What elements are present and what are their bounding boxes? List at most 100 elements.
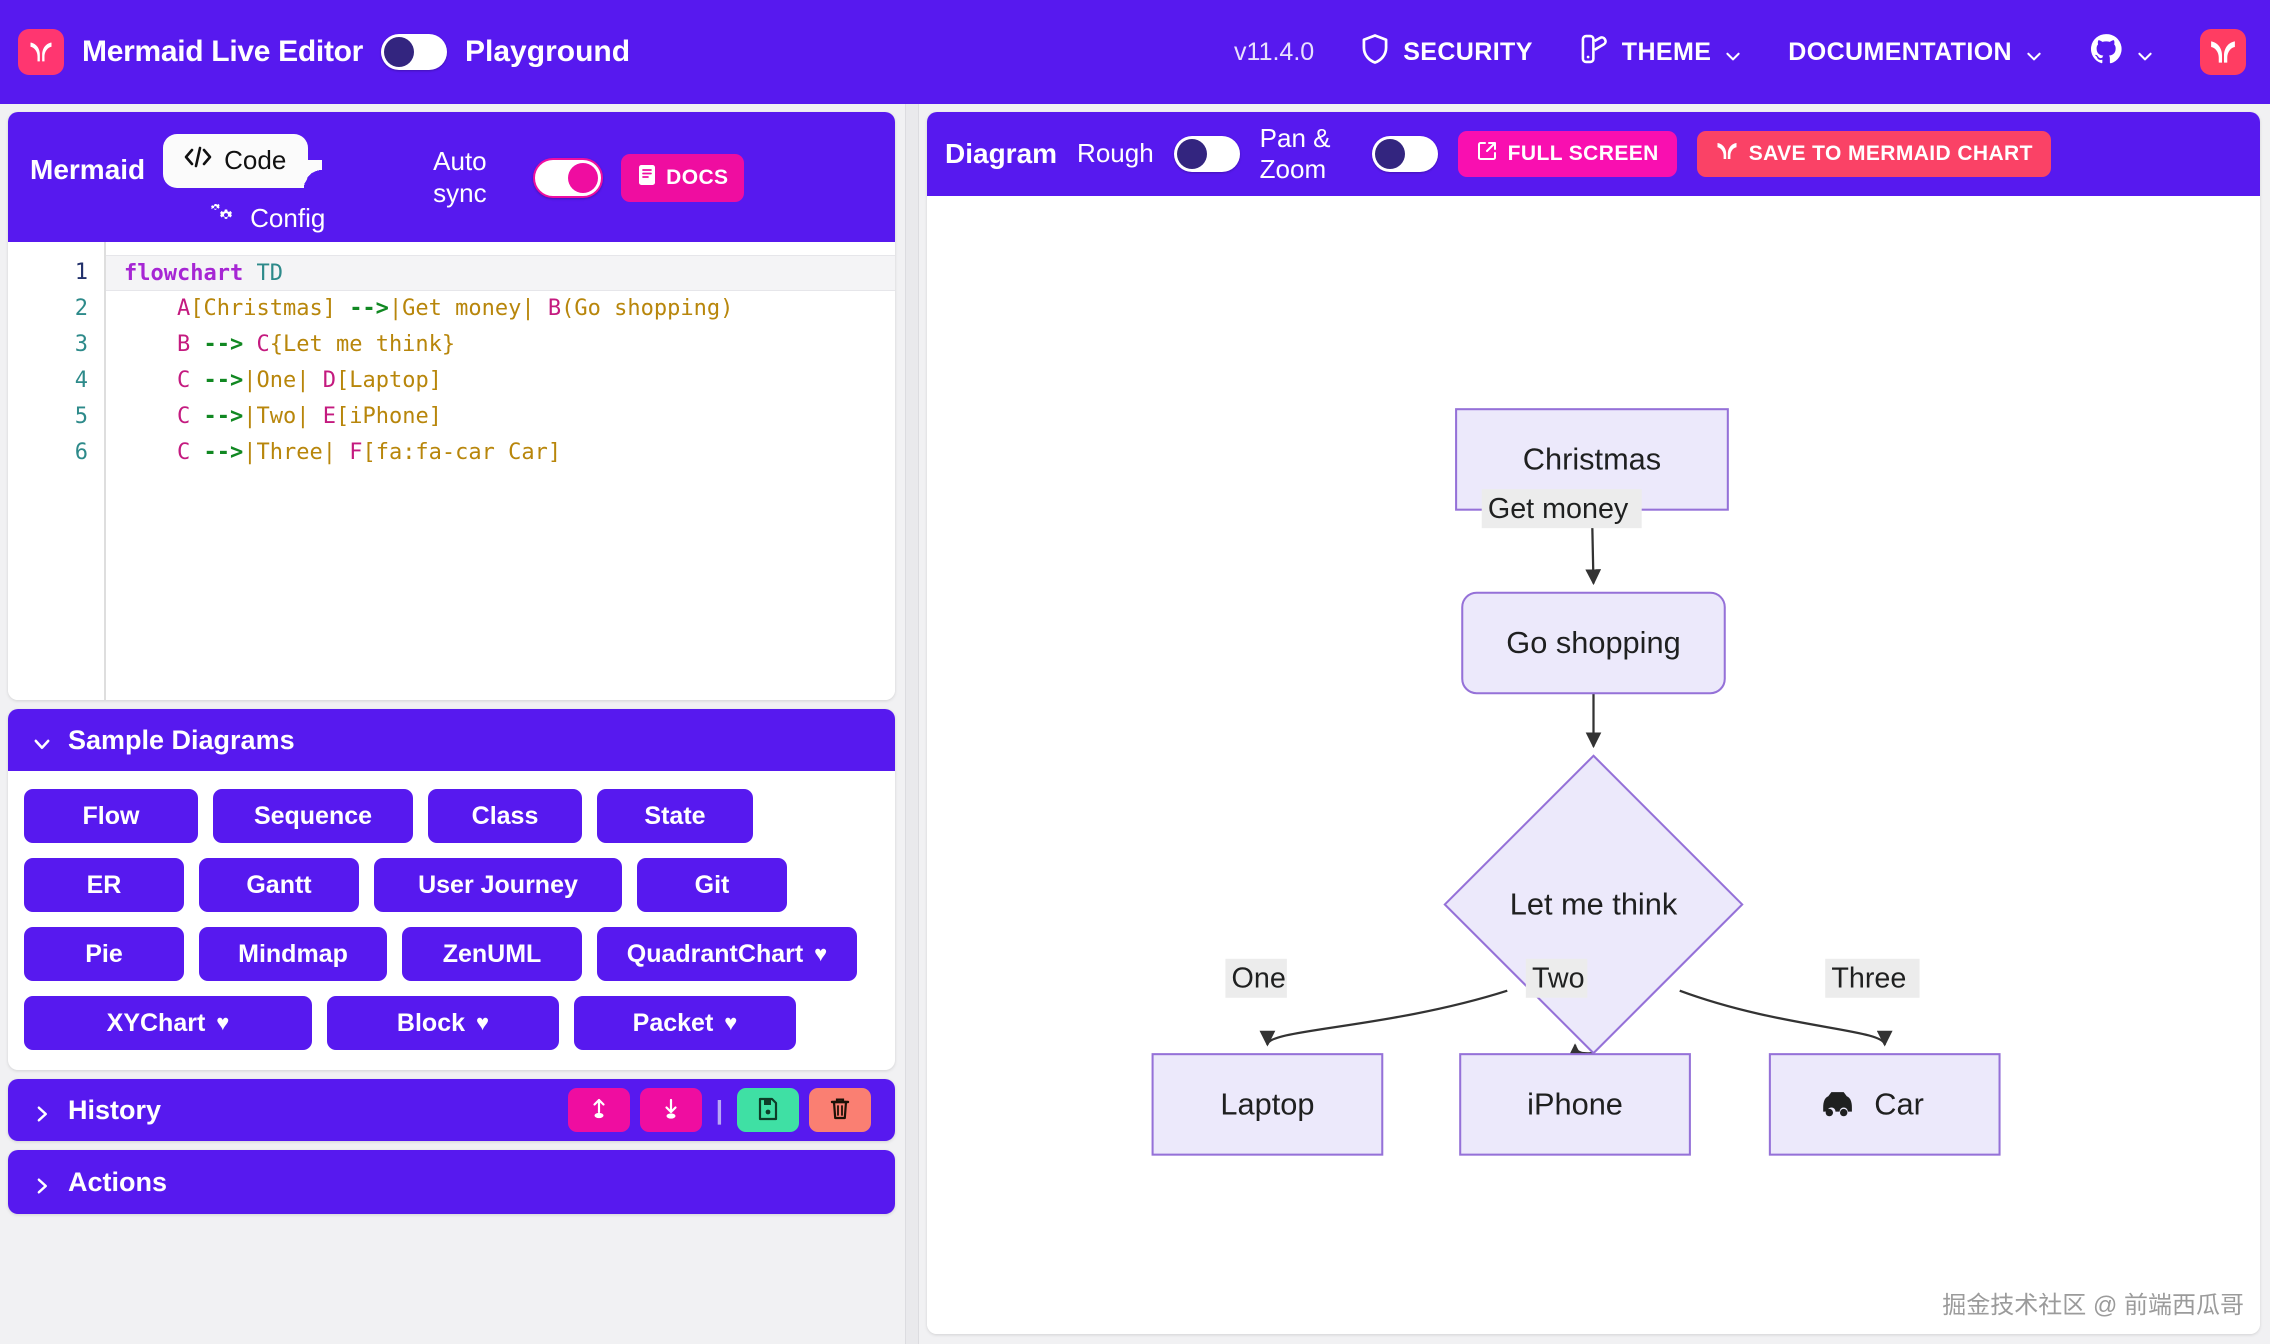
tab-code[interactable]: Code [163,134,323,188]
sample-button-flow[interactable]: Flow [24,789,198,843]
edge-label: Get money [1488,493,1629,525]
code-token: E [322,404,336,429]
toggle-knob [568,162,599,193]
tab-code-label: Code [224,145,287,175]
nav-security[interactable]: SECURITY [1360,33,1533,72]
sample-diagrams-header[interactable]: Sample Diagrams [8,709,895,771]
code-token: |One| [243,368,323,393]
code-token [124,440,177,465]
version-label: v11.4.0 [1234,37,1315,66]
code-token: --> [203,404,244,429]
sample-button-pie[interactable]: Pie [24,927,184,981]
chevron-right-icon [32,1172,52,1194]
rough-toggle[interactable] [1173,136,1240,172]
code-token: F [349,440,363,465]
sample-button-label: ER [86,870,122,899]
sample-button-label: State [644,801,706,830]
sample-diagrams-title: Sample Diagrams [68,724,295,755]
chevron-down-icon [2025,43,2043,61]
sample-button-class[interactable]: Class [428,789,582,843]
sample-button-gantt[interactable]: Gantt [199,858,359,912]
sample-button-label: Class [471,801,539,830]
diagram-node-B[interactable] [1461,591,1726,695]
nav-github[interactable] [2089,32,2154,73]
edge-label: One [1232,963,1286,995]
chevron-down-icon [2136,43,2154,61]
auto-sync-toggle[interactable] [533,157,604,198]
sample-button-packet[interactable]: Packet ♥ [574,996,796,1050]
sample-button-label: Packet [632,1008,714,1037]
heart-icon: ♥ [724,1010,738,1035]
sample-button-block[interactable]: Block♥ [327,996,559,1050]
code-brackets-icon [183,145,213,176]
sample-button-user-journey[interactable]: User Journey [374,858,622,912]
upload-icon-button[interactable] [567,1088,630,1132]
sample-button-quadrantchart[interactable]: QuadrantChart♥ [597,927,857,981]
code-line[interactable]: C -->|Two| E[iPhone] [106,399,895,435]
nav-documentation[interactable]: DOCUMENTATION [1788,38,2043,67]
sample-button-label: User Journey [418,870,578,899]
code-token: --> [349,296,389,321]
diagram-card: Diagram Rough Pan & Zoom FULL SCREEN SAV… [927,112,2260,1334]
diagram-node-D[interactable] [1151,1053,1384,1156]
pan-zoom-toggle[interactable] [1371,136,1438,172]
diagram-node-F[interactable] [1768,1053,2001,1156]
save-icon [756,1096,780,1125]
pane-splitter[interactable] [905,104,919,1344]
code-token [124,296,177,321]
editor-tabs: Code [163,134,359,235]
sample-button-label: Gantt [246,870,312,899]
sample-button-xychart[interactable]: XYChart♥ [24,996,312,1050]
history-header[interactable]: History | [8,1079,895,1141]
tab-config[interactable]: Config [207,202,325,235]
code-line[interactable]: A[Christmas] -->|Get money| B(Go shoppin… [106,291,895,327]
history-title: History [68,1094,162,1125]
mermaid-logo-icon[interactable] [18,29,64,75]
toggle-knob [384,37,415,67]
line-number: 6 [74,440,88,465]
sample-button-zenuml[interactable]: ZenUML [402,927,582,981]
code-line[interactable]: C -->|One| D[Laptop] [106,363,895,399]
external-link-icon [1476,140,1498,168]
nav-theme[interactable]: THEME [1579,33,1743,72]
full-screen-button[interactable]: FULL SCREEN [1457,131,1677,177]
save-to-mermaid-chart-label: SAVE TO MERMAID CHART [1748,142,2033,165]
pan-zoom-label: Pan & Zoom [1259,122,1331,184]
code-line[interactable]: flowchart TD [106,255,895,291]
code-token: A [176,296,191,321]
sample-button-git[interactable]: Git [637,858,787,912]
delete-icon-button[interactable] [809,1088,871,1132]
playground-toggle[interactable] [381,34,448,70]
save-to-mermaid-chart-button[interactable]: SAVE TO MERMAID CHART [1696,131,2051,177]
sample-button-state[interactable]: State [597,789,753,843]
code-token: --> [203,332,244,357]
nav-documentation-label: DOCUMENTATION [1788,37,2012,66]
editor-panel-label: Mermaid [30,154,146,185]
actions-header[interactable]: Actions [8,1150,895,1214]
sample-button-er[interactable]: ER [24,858,184,912]
code-line[interactable]: C -->|Three| F[fa:fa-car Car] [106,435,895,471]
sample-row: Pie Mindmap ZenUML QuadrantChart♥ [24,927,879,981]
diagram-node-E[interactable] [1459,1053,1691,1156]
sample-button-sequence[interactable]: Sequence [213,789,413,843]
code-line[interactable]: B --> C{Let me think} [106,327,895,363]
diagram-node-label-F: Car [1874,1087,1924,1122]
save-icon-button[interactable] [737,1088,799,1132]
palette-icon [1579,33,1609,72]
sample-button-mindmap[interactable]: Mindmap [199,927,387,981]
docs-button[interactable]: DOCS [621,153,745,202]
code-token: flowchart [124,261,244,286]
download-icon-button[interactable] [639,1088,702,1132]
code-token: [Laptop] [335,368,442,393]
sample-button-label: Sequence [253,801,373,830]
code-text-area[interactable]: flowchart TD A[Christmas] -->|Get money|… [104,242,895,700]
shield-icon [1360,33,1390,72]
sample-button-label: QuadrantChart [626,939,804,968]
diagram-edge-C-F [1679,989,1893,1047]
mermaid-chart-logo-icon[interactable] [2200,29,2246,75]
editor-card: Mermaid Code [8,112,895,700]
